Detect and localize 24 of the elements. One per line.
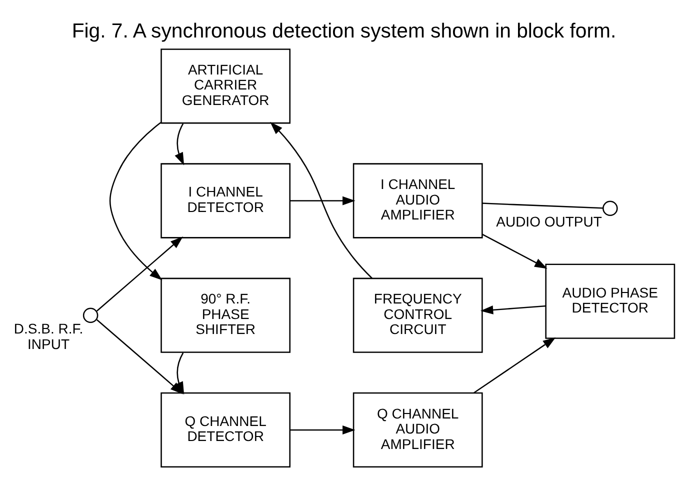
connector (482, 202, 604, 209)
arrow (174, 123, 184, 166)
node-label: AUDIO OUTPUT (496, 214, 602, 230)
node-circle (82, 308, 98, 323)
arrow (270, 122, 372, 279)
node-box: Q CHANNEL DETECTOR (160, 392, 291, 468)
arrow (96, 236, 184, 312)
arrow (174, 352, 184, 395)
node-box: 90° R.F. PHASE SHIFTER (160, 278, 291, 353)
diagram-title: Fig. 7. A synchronous detection system shown in block form. (72, 20, 616, 42)
arrow (290, 196, 356, 206)
node-box: FREQUENCY CONTROL CIRCUIT (352, 278, 483, 353)
node-label: D.S.B. R.F. INPUT (14, 320, 84, 352)
arrow (482, 234, 548, 269)
node-box: I CHANNEL AUDIO AMPLIFIER (352, 163, 483, 238)
arrow (109, 122, 162, 280)
node-box: AUDIO PHASE DETECTOR (545, 264, 676, 339)
node-box: I CHANNEL DETECTOR (160, 163, 291, 238)
arrow (480, 305, 546, 314)
node-circle (602, 200, 618, 216)
arrow (474, 337, 556, 394)
node-box: Q CHANNEL AUDIO AMPLIFIER (352, 392, 483, 468)
node-box: ARTIFICIAL CARRIER GENERATOR (160, 48, 291, 124)
arrow (290, 426, 356, 434)
